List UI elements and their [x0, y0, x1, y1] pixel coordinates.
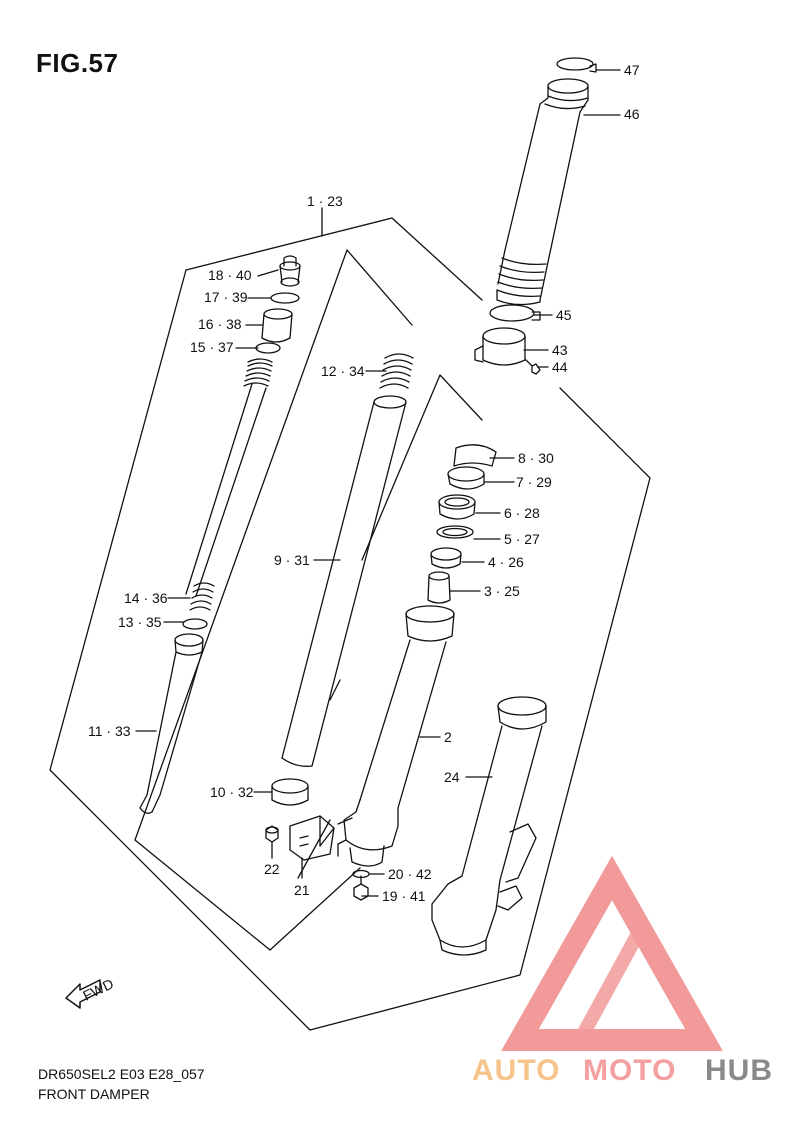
callout-10-32: 10 · 32 [210, 784, 254, 800]
watermark-logo [501, 855, 723, 1051]
assembly-outline [49, 217, 651, 1031]
callout-14-36: 14 · 36 [124, 590, 168, 606]
boot-guide-43 [474, 327, 526, 366]
callout-13-35: 13 · 35 [118, 614, 162, 630]
callout-24: 24 [444, 769, 460, 785]
callout-43: 43 [552, 342, 568, 358]
bolt-19-41 [353, 875, 369, 901]
tube-group-outline [269, 374, 483, 951]
washer-15-37 [255, 342, 281, 354]
callout-2: 2 [444, 729, 452, 745]
ring-13-35 [182, 618, 208, 630]
outer-tube-2 [337, 605, 455, 867]
fork-spring-12-34 [379, 353, 414, 389]
fwd-arrow [65, 979, 101, 1009]
stopper-7-29 [447, 466, 485, 490]
watermark-moto: MOTO [583, 1054, 676, 1087]
callout-45: 45 [556, 307, 572, 323]
dust-seal-8-30 [453, 444, 497, 467]
callout-3-25: 3 · 25 [484, 583, 520, 599]
bolt-44 [525, 359, 541, 375]
o-ring-17-39 [270, 292, 300, 304]
callout-21: 21 [294, 882, 310, 898]
callout-12-34: 12 · 34 [321, 363, 365, 379]
watermark-hub: HUB [705, 1054, 773, 1087]
diagram-code: DR650SEL2 E03 E28_057 [38, 1066, 205, 1082]
watermark-auto: AUTO [472, 1054, 560, 1087]
callout-8-30: 8 · 30 [518, 450, 554, 466]
spacer-16-38 [261, 308, 293, 343]
callout-1-23: 1 · 23 [307, 193, 343, 209]
outer-leg-24 [431, 696, 547, 956]
callout-15-37: 15 · 37 [190, 339, 234, 355]
inner-tube-9-31 [281, 395, 407, 767]
callout-7-29: 7 · 29 [516, 474, 552, 490]
damper-cylinder-11-33 [139, 633, 204, 814]
callout-46: 46 [624, 106, 640, 122]
spring-14-36 [189, 582, 215, 611]
diagram-name: FRONT DAMPER [38, 1086, 150, 1102]
callout-44: 44 [552, 359, 568, 375]
bush-3-25 [427, 571, 451, 604]
figure-title: FIG.57 [36, 48, 119, 78]
callouts: 1 · 23 47 46 18 · 40 17 · 39 16 · 38 15 … [88, 62, 640, 904]
guide-bush-4-26 [430, 547, 462, 569]
callout-19-41: 19 · 41 [382, 888, 426, 904]
fork-boot-46 [496, 78, 589, 306]
axle-holder-21 [289, 815, 335, 861]
damper-group-outline [134, 249, 413, 951]
callout-11-33: 11 · 33 [88, 723, 131, 739]
callout-4-26: 4 · 26 [488, 554, 524, 570]
callout-17-39: 17 · 39 [204, 289, 248, 305]
cap-bolt-18-40 [279, 255, 301, 287]
callout-9-31: 9 · 31 [274, 552, 310, 568]
callout-5-27: 5 · 27 [504, 531, 540, 547]
oil-seal-6-28 [438, 494, 476, 520]
callout-47: 47 [624, 62, 640, 78]
nut-22 [265, 825, 279, 843]
washer-5-27 [436, 525, 474, 539]
damper-rod [185, 358, 273, 597]
boot-clamp-47 [556, 57, 597, 73]
callout-16-38: 16 · 38 [198, 316, 242, 332]
bushing-10-32 [271, 778, 309, 806]
callout-18-40: 18 · 40 [208, 267, 252, 283]
callout-20-42: 20 · 42 [388, 866, 432, 882]
callout-6-28: 6 · 28 [504, 505, 540, 521]
callout-22: 22 [264, 861, 280, 877]
fwd-arrow-label: FWD [80, 975, 116, 1003]
band-clamp-45 [489, 304, 541, 322]
